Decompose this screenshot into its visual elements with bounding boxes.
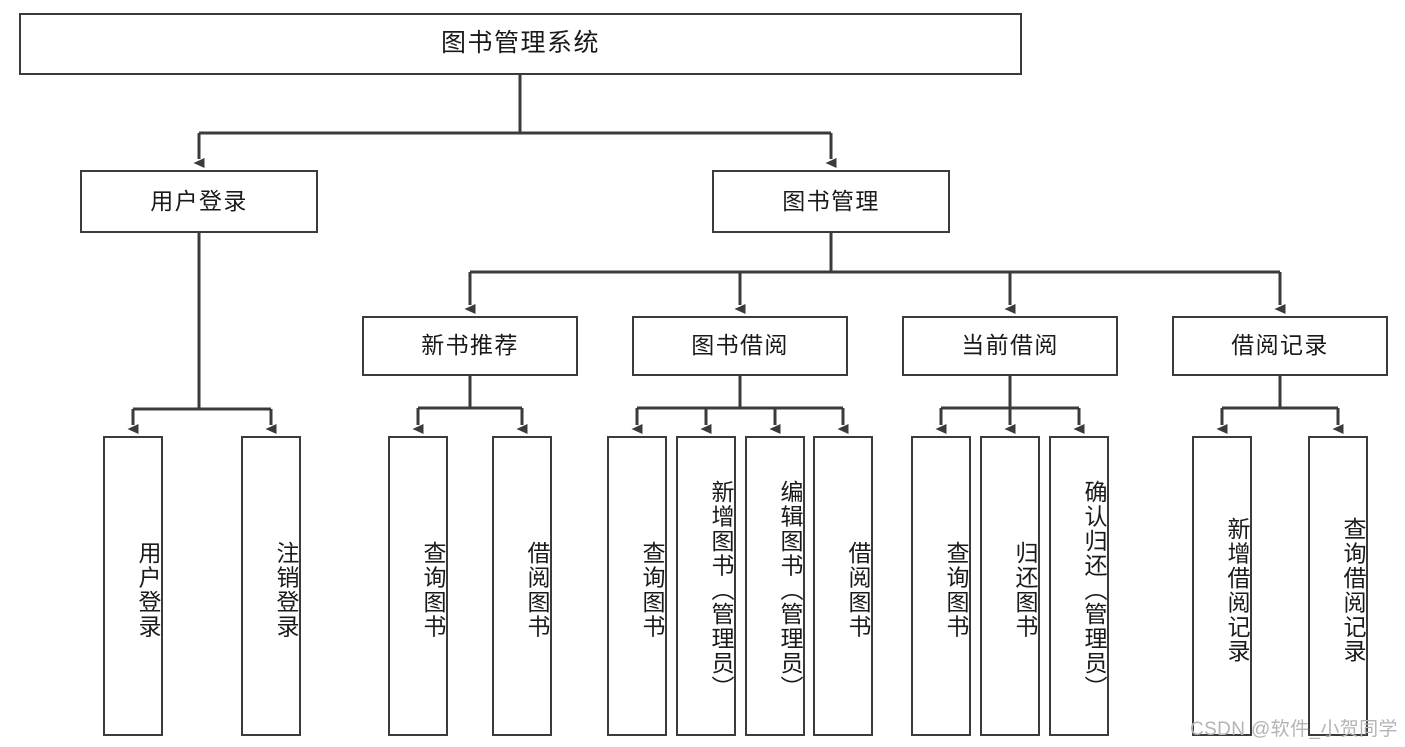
- node-leaf-query-book-3[interactable]: 查询图书: [911, 436, 971, 736]
- node-leaf-logout-login[interactable]: 注销登录: [241, 436, 301, 736]
- node-book-management[interactable]: 图书管理: [712, 170, 950, 233]
- node-leaf-query-book-2[interactable]: 查询图书: [607, 436, 667, 736]
- node-leaf-add-record[interactable]: 新增借阅记录: [1192, 436, 1252, 736]
- node-leaf-add-record-label: 新增借阅记录: [1224, 516, 1250, 664]
- node-leaf-borrow-book-2-label: 借阅图书: [845, 541, 871, 639]
- node-leaf-edit-book[interactable]: 编辑图书（管理员）: [745, 436, 805, 736]
- node-current-borrow-label: 当前借阅: [961, 332, 1059, 359]
- node-leaf-query-book-1[interactable]: 查询图书: [388, 436, 448, 736]
- node-leaf-user-login-label: 用户登录: [135, 541, 161, 639]
- node-leaf-confirm-return[interactable]: 确认归还（管理员）: [1049, 436, 1109, 736]
- watermark: CSDN @软件_小贺同学: [1190, 719, 1398, 740]
- node-leaf-query-book-1-label: 查询图书: [420, 541, 446, 639]
- node-leaf-add-book[interactable]: 新增图书（管理员）: [676, 436, 736, 736]
- node-leaf-query-book-3-label: 查询图书: [943, 541, 969, 639]
- node-root-label: 图书管理系统: [440, 29, 600, 58]
- node-leaf-borrow-book-1-label: 借阅图书: [524, 541, 550, 639]
- node-leaf-query-book-2-label: 查询图书: [639, 541, 665, 639]
- node-user-login-label: 用户登录: [150, 187, 248, 214]
- node-leaf-edit-book-label: 编辑图书（管理员）: [777, 480, 803, 700]
- node-leaf-query-record[interactable]: 查询借阅记录: [1308, 436, 1368, 736]
- node-leaf-query-record-label: 查询借阅记录: [1340, 516, 1366, 664]
- node-leaf-logout-login-label: 注销登录: [273, 541, 299, 639]
- node-leaf-return-book[interactable]: 归还图书: [980, 436, 1040, 736]
- node-leaf-return-book-label: 归还图书: [1012, 541, 1038, 639]
- node-leaf-borrow-book-2[interactable]: 借阅图书: [813, 436, 873, 736]
- node-user-login[interactable]: 用户登录: [80, 170, 318, 233]
- node-root[interactable]: 图书管理系统: [19, 13, 1022, 75]
- node-new-book-recommend-label: 新书推荐: [421, 332, 519, 359]
- node-borrow-record[interactable]: 借阅记录: [1172, 316, 1388, 376]
- node-book-management-label: 图书管理: [782, 187, 880, 214]
- node-new-book-recommend[interactable]: 新书推荐: [362, 316, 578, 376]
- node-leaf-add-book-label: 新增图书（管理员）: [708, 480, 734, 700]
- node-leaf-confirm-return-label: 确认归还（管理员）: [1081, 480, 1107, 700]
- node-book-borrow[interactable]: 图书借阅: [632, 316, 848, 376]
- node-leaf-borrow-book-1[interactable]: 借阅图书: [492, 436, 552, 736]
- node-current-borrow[interactable]: 当前借阅: [902, 316, 1118, 376]
- node-book-borrow-label: 图书借阅: [691, 332, 789, 359]
- node-leaf-user-login[interactable]: 用户登录: [103, 436, 163, 736]
- node-borrow-record-label: 借阅记录: [1231, 332, 1329, 359]
